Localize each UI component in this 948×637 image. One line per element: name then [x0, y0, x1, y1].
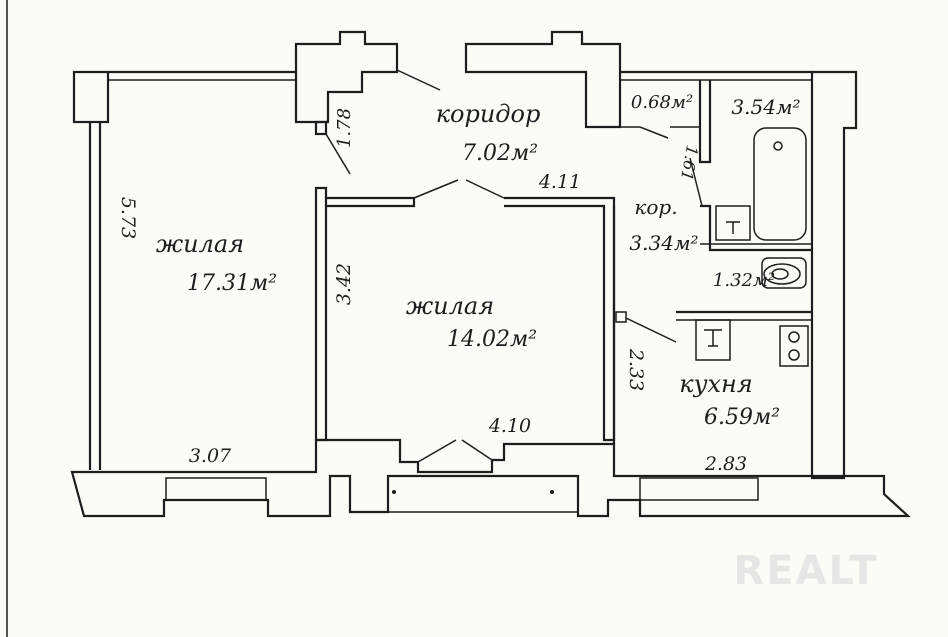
- door-storage: [639, 126, 669, 139]
- dim-left-width: 3.07: [189, 445, 232, 467]
- bathtub: [753, 127, 807, 241]
- dim-corridor-width: 4.11: [538, 171, 581, 193]
- room-labels: коридор 7.02м² жилая 17.31м² жилая 14.02…: [156, 92, 801, 430]
- dim-small-corridor: 1.61: [677, 144, 702, 182]
- dimension-labels: 5.73 3.07 1.78 4.11 3.42 4.10 1.61 2.33 …: [117, 108, 747, 475]
- door-living-left: [325, 133, 351, 175]
- area-living-center: 14.02м²: [447, 327, 537, 352]
- door-bath: [689, 157, 703, 207]
- kitchen-sink: [695, 319, 731, 361]
- wall-block-right: [810, 70, 858, 480]
- dim-left-height: 5.73: [117, 197, 139, 239]
- dim-kitchen-width: 2.83: [704, 453, 747, 475]
- label-kitchen: кухня: [679, 370, 753, 398]
- interior-walls: [314, 80, 812, 444]
- label-corridor-small: кор.: [634, 195, 677, 219]
- area-kitchen: 6.59м²: [704, 405, 780, 430]
- label-living-center: жилая: [406, 292, 494, 320]
- door-center-right: [465, 179, 505, 199]
- wall-block-top-left: [294, 30, 399, 124]
- door-center-left: [413, 179, 459, 199]
- area-corridor-small: 3.34м²: [629, 231, 698, 255]
- area-toilet: 1.32м²: [713, 270, 775, 291]
- window-kitchen: [639, 477, 759, 501]
- door-balcony-right: [461, 439, 493, 461]
- label-living-left: жилая: [156, 230, 244, 258]
- area-living-left: 17.31м²: [187, 271, 277, 296]
- dim-kitchen-height: 2.33: [625, 348, 647, 391]
- dim-corridor-depth: 1.78: [334, 108, 355, 148]
- window-left: [165, 477, 267, 501]
- area-bathroom: 3.54м²: [731, 95, 800, 119]
- dim-center-width: 4.10: [488, 415, 531, 437]
- doors: [325, 69, 703, 463]
- area-corridor-main: 7.02м²: [462, 141, 538, 166]
- dim-center-height: 3.42: [333, 263, 355, 305]
- wall-block-top-right: [464, 30, 622, 129]
- toilet-bowl: [763, 263, 801, 285]
- door-balcony-left: [417, 439, 457, 463]
- label-corridor-main: коридор: [436, 100, 541, 128]
- wall-column-left: [72, 70, 110, 124]
- door-kitchen: [625, 317, 677, 343]
- area-storage: 0.68м²: [631, 92, 693, 113]
- outer-walls: [70, 30, 911, 518]
- watermark-logo: REALT: [733, 548, 878, 594]
- door-entrance-left: [396, 69, 441, 91]
- wall-bottom: [70, 438, 911, 518]
- bath-sink: [715, 205, 751, 241]
- stove: [779, 325, 809, 367]
